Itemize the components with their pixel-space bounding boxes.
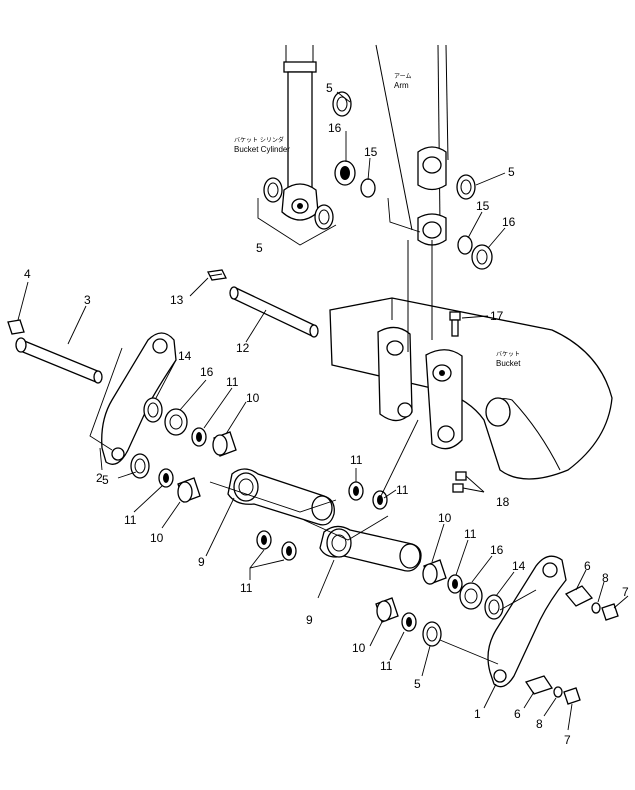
callout-5: 5 — [508, 165, 515, 179]
callout-14: 14 — [512, 559, 526, 573]
callout-11: 11 — [124, 513, 137, 527]
callout-7: 7 — [564, 733, 571, 747]
callout-11: 11 — [350, 453, 363, 467]
bucket-caption-en: Bucket — [496, 359, 521, 368]
top-washers — [257, 91, 493, 270]
callout-10: 10 — [438, 511, 452, 525]
callout-2: 2 — [96, 471, 103, 485]
callout-5: 5 — [256, 241, 263, 255]
callout-10: 10 — [352, 641, 366, 655]
callout-9: 9 — [306, 613, 313, 627]
callout-10: 10 — [246, 391, 260, 405]
link-9-lower — [303, 515, 422, 572]
bucket-caption-jp: バケット — [496, 351, 520, 358]
callout-11: 11 — [464, 527, 477, 541]
pin-3 — [7, 319, 103, 384]
right-bushing-stack — [375, 559, 504, 647]
callout-5: 5 — [102, 473, 109, 487]
link-2 — [89, 332, 177, 465]
callout-13: 13 — [170, 293, 184, 307]
callout-17: 17 — [490, 309, 504, 323]
pin-12 — [207, 269, 319, 338]
callout-16: 16 — [490, 543, 504, 557]
callout-16: 16 — [200, 365, 214, 379]
callout-5: 5 — [326, 81, 333, 95]
callout-14: 14 — [178, 349, 192, 363]
callout-6: 6 — [514, 707, 521, 721]
callout-8: 8 — [536, 717, 543, 731]
callout-11: 11 — [380, 659, 393, 673]
arm-caption-en: Arm — [394, 81, 409, 90]
link-9-upper — [209, 419, 419, 561]
callout-5: 5 — [414, 677, 421, 691]
cylinder-caption-jp: バケット シリンダ — [234, 136, 284, 144]
leader-lines — [17, 91, 629, 731]
callout-1: 1 — [474, 707, 481, 721]
callout-11: 11 — [240, 581, 253, 595]
cylinder-caption-en: Bucket Cylinder — [234, 145, 290, 154]
callout-8: 8 — [602, 571, 609, 585]
callout-11: 11 — [396, 483, 409, 497]
arm-caption-jp: アーム — [394, 73, 411, 80]
callout-9: 9 — [198, 555, 205, 569]
callout-15: 15 — [364, 145, 378, 159]
callout-7: 7 — [622, 585, 629, 599]
bucket-cylinder — [281, 45, 319, 221]
link-1 — [439, 555, 567, 688]
callout-16: 16 — [502, 215, 516, 229]
callout-10: 10 — [150, 531, 164, 545]
callout-11: 11 — [226, 375, 239, 389]
callout-16: 16 — [328, 121, 342, 135]
bucket — [329, 240, 613, 493]
captions: アーム Arm バケット シリンダ Bucket Cylinder バケット B… — [234, 73, 521, 368]
arm — [375, 44, 449, 246]
callout-3: 3 — [84, 293, 91, 307]
callout-6: 6 — [584, 559, 591, 573]
left-bushing-stack — [130, 397, 237, 503]
callout-numbers: 5 16 15 5 15 16 5 4 3 13 12 17 14 16 11 … — [24, 81, 629, 747]
callout-18: 18 — [496, 495, 510, 509]
callout-4: 4 — [24, 267, 31, 281]
callout-12: 12 — [236, 341, 250, 355]
callout-15: 15 — [476, 199, 490, 213]
